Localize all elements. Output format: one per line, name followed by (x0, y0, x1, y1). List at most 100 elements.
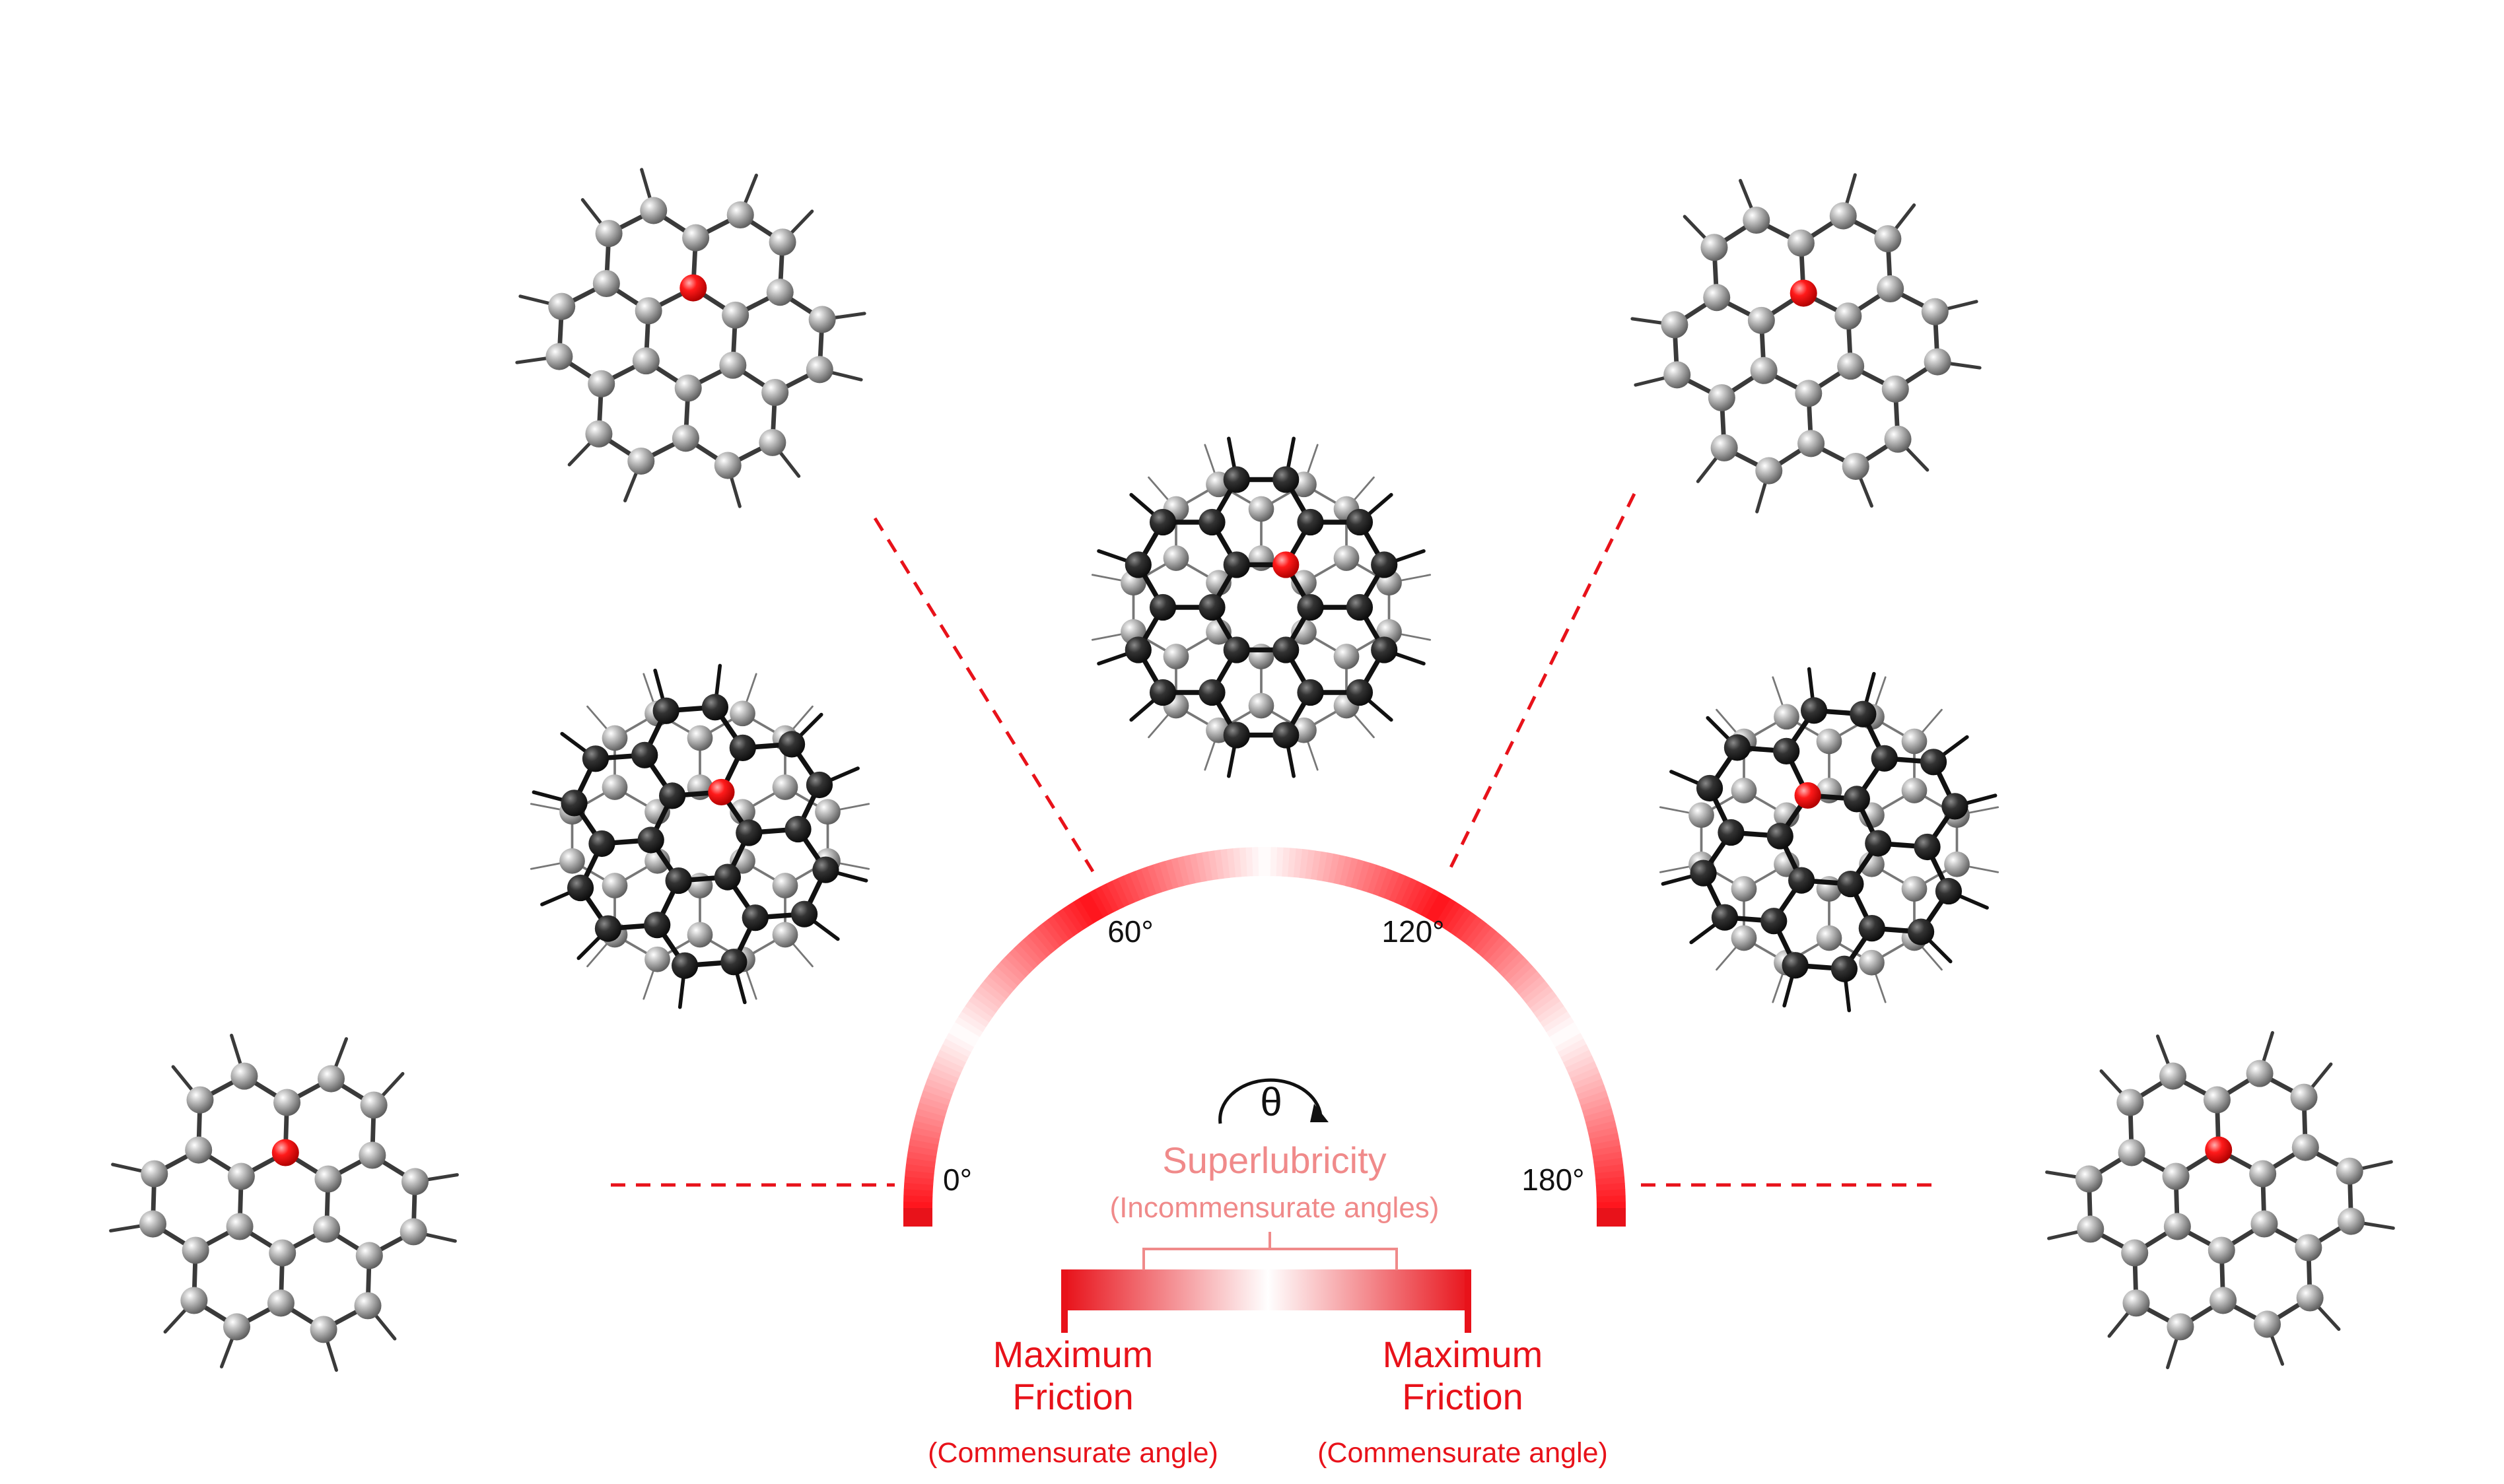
arc-segment (1027, 931, 1052, 958)
red-marker-atom-icon (708, 778, 735, 806)
arc-segment (1568, 1061, 1597, 1079)
superlubricity-title: Superlubricity (1162, 1139, 1387, 1181)
carbon-atom (561, 790, 588, 817)
carbon-atom (674, 374, 702, 402)
carbon-atom (682, 224, 710, 252)
arc-segment (976, 985, 1003, 1009)
arc-segment (1537, 1001, 1564, 1023)
arc-segment (924, 1078, 955, 1095)
carbon-atom (772, 873, 798, 898)
arc-segment (1450, 908, 1473, 937)
arc-segment (1455, 912, 1477, 940)
arc-segment (1495, 948, 1521, 974)
carbon-atom (230, 1062, 258, 1090)
carbon-atom (736, 819, 763, 846)
arc-segment (1004, 952, 1030, 978)
arc-segment (1582, 1102, 1612, 1117)
carbon-atom (759, 428, 786, 456)
carbon-atom (2203, 1086, 2231, 1114)
left-max-friction-line1: Maximum (992, 1333, 1154, 1375)
carbon-atom (2253, 1310, 2281, 1338)
arc-segment (1420, 889, 1440, 918)
arc-segment (1595, 1170, 1624, 1180)
friction-legend (1061, 1232, 1471, 1333)
carbon-atom (806, 771, 833, 799)
arc-segment (1430, 895, 1451, 924)
arc-segment (1047, 916, 1070, 943)
carbon-atom (1199, 679, 1226, 706)
arc-segment (919, 1096, 949, 1111)
carbon-atom (1871, 745, 1898, 772)
carbon-atom (2336, 1157, 2363, 1185)
arc-segment (1570, 1067, 1600, 1085)
carbon-atom (1125, 636, 1152, 663)
carbon-atom (582, 745, 609, 772)
carbon-atom (2290, 1083, 2318, 1111)
carbon-atom (1850, 700, 1877, 727)
arc-segment (1572, 1073, 1602, 1090)
carbon-atom (2162, 1163, 2190, 1190)
carbon-atom (1690, 860, 1717, 887)
carbon-atom (1297, 593, 1324, 621)
carbon-atom (687, 725, 713, 751)
arc-segment (1378, 868, 1395, 898)
carbon-atom (2118, 1139, 2145, 1166)
arc-segment (1327, 854, 1340, 884)
carbon-atom (720, 949, 748, 976)
arc-segment (1022, 935, 1047, 962)
arc-segment (979, 980, 1007, 1004)
carbon-atom (1223, 466, 1250, 493)
carbon-atom (1149, 593, 1177, 621)
carbon-atom (317, 1065, 345, 1093)
carbon-atom (1718, 819, 1745, 846)
carbon-atom (2250, 1210, 2278, 1238)
arc-segment (1533, 995, 1561, 1018)
arc-segment (1587, 1120, 1617, 1134)
carbon-atom (631, 741, 658, 768)
arc-segment (955, 1016, 983, 1037)
arc-segment (1578, 1090, 1609, 1106)
arc-segment (921, 1090, 951, 1106)
arc-segment (1123, 873, 1141, 903)
carbon-atom (644, 946, 670, 972)
carbon-atom (659, 782, 686, 809)
angle-label-0: 0° (943, 1163, 972, 1197)
carbon-atom (592, 269, 620, 298)
right-max-friction-line2: Friction (1402, 1376, 1523, 1418)
arc-segment (1165, 859, 1179, 889)
carbon-atom (1907, 918, 1935, 945)
arc-segment (917, 1102, 948, 1117)
coronene-molecule-0deg (109, 1033, 459, 1372)
arc-segment (1585, 1114, 1615, 1128)
arc-segment (958, 1011, 987, 1032)
arc-segment (1499, 953, 1525, 978)
arc-segment (1305, 850, 1315, 879)
carbon-atom (310, 1316, 337, 1343)
carbon-atom (360, 1091, 388, 1119)
arc-segment (1519, 976, 1546, 999)
arc-segment (1344, 858, 1359, 888)
carbon-atom (1901, 728, 1928, 755)
coronene-molecule-top-left (515, 168, 866, 508)
arc-segment (1282, 847, 1290, 877)
carbon-atom (1371, 636, 1398, 663)
carbon-atom (602, 873, 628, 898)
carbon-atom (186, 1086, 214, 1114)
arc-segment (1522, 980, 1550, 1004)
carbon-atom (1816, 925, 1842, 951)
arc-segment (1362, 862, 1377, 893)
arc-segment (1239, 847, 1248, 877)
carbon-atom (1797, 430, 1825, 457)
arc-segment (1009, 948, 1034, 974)
arc-segment (911, 1126, 942, 1139)
arc-segment (1372, 866, 1389, 896)
carbon-atom (730, 700, 755, 727)
carbon-atom (1760, 908, 1788, 935)
arc-segment (1000, 957, 1026, 982)
arc-segment (913, 1120, 943, 1133)
carbon-atom (1924, 348, 1951, 376)
superlubricity-bracket (1142, 1232, 1398, 1270)
friction-gradient-bar (1064, 1269, 1471, 1310)
carbon-atom (273, 1089, 301, 1116)
arc-segment (1111, 878, 1130, 908)
